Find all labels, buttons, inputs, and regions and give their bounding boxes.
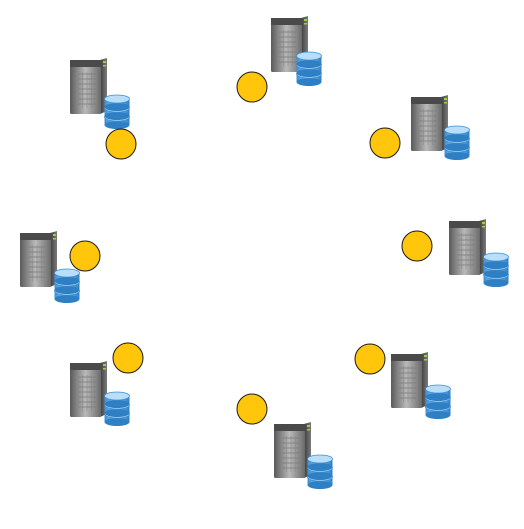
database-icon: [425, 384, 451, 419]
server-icon: [20, 231, 57, 287]
server-node: [70, 58, 137, 160]
status-dot-icon: [369, 127, 401, 159]
status-dot-icon: [112, 342, 144, 374]
database-icon: [104, 94, 130, 129]
server-node: [20, 231, 101, 303]
server-icon: [411, 95, 448, 151]
status-dot-icon: [105, 128, 137, 160]
server-node: [70, 342, 144, 426]
status-dot-icon: [69, 240, 101, 272]
server-node: [354, 343, 451, 419]
database-icon: [307, 454, 333, 489]
status-dot-icon: [401, 230, 433, 262]
server-icon: [70, 361, 107, 417]
database-icon: [444, 125, 470, 160]
server-node: [369, 95, 470, 160]
status-dot-icon: [236, 393, 268, 425]
status-dot-icon: [354, 343, 386, 375]
database-icon: [483, 252, 509, 287]
database-icon: [54, 268, 80, 303]
database-icon: [296, 51, 322, 86]
server-icon: [274, 422, 311, 478]
server-node: [236, 16, 322, 103]
database-icon: [104, 391, 130, 426]
server-icon: [449, 219, 486, 275]
server-icon: [391, 352, 428, 408]
server-icon: [70, 58, 107, 114]
status-dot-icon: [236, 71, 268, 103]
server-node: [401, 219, 509, 287]
server-node: [236, 393, 333, 489]
